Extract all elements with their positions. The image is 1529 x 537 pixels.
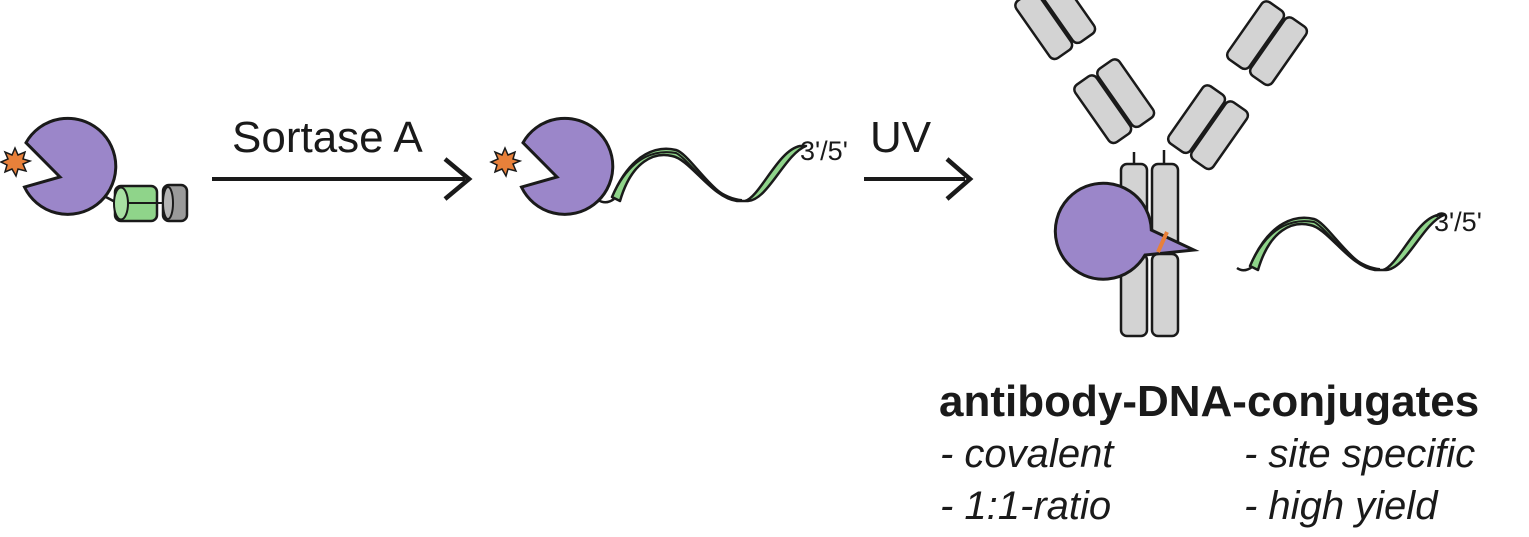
arrow-2 xyxy=(864,157,974,201)
reactive-group-icon xyxy=(489,146,523,178)
cap-cylinder xyxy=(161,183,189,223)
uv-label: UV xyxy=(870,113,932,162)
feature-covalent: - covalent xyxy=(940,432,1114,476)
feature-high-yield: - high yield xyxy=(1244,484,1438,528)
crosslink-mark xyxy=(1156,231,1169,253)
protein-pacman xyxy=(519,116,615,216)
dna-ribbon xyxy=(1248,213,1446,272)
conjugated-protein-dna xyxy=(1053,181,1446,281)
linker-line xyxy=(597,197,615,204)
conjugate-title: antibody-DNA-conjugates xyxy=(939,377,1480,426)
protein-pacman xyxy=(1053,181,1200,281)
feature-site-specific: - site specific xyxy=(1244,432,1476,476)
protein-pacman xyxy=(22,116,118,216)
sortase-a-label: Sortase A xyxy=(232,113,423,162)
feature-ratio: - 1:1-ratio xyxy=(940,484,1112,528)
arrow-1 xyxy=(212,157,473,201)
conjugate-end-label: 3'/5' xyxy=(1434,207,1482,237)
protein-substrate-complex xyxy=(0,116,189,223)
dna-ribbon xyxy=(610,144,808,203)
protein-dna-complex xyxy=(489,116,808,216)
reactive-group-icon xyxy=(0,146,33,178)
oligo-end-label: 3'/5' xyxy=(800,136,848,166)
linker-line xyxy=(1236,265,1253,272)
substrate-cylinder xyxy=(113,184,168,223)
antibody xyxy=(1014,0,1309,338)
